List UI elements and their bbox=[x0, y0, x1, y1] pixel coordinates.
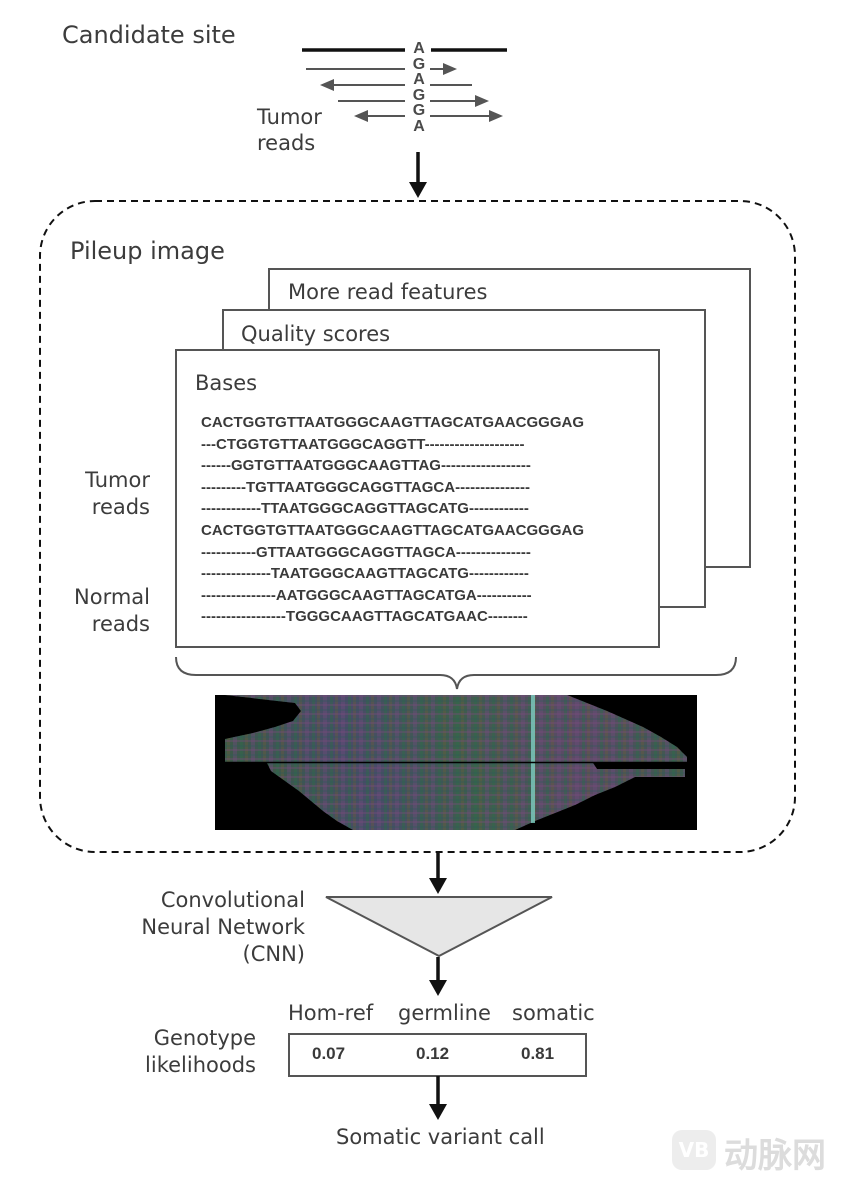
layers-brace bbox=[175, 656, 737, 690]
read-arrow-head bbox=[443, 63, 457, 75]
layer-title: More read features bbox=[288, 280, 488, 304]
label-line: reads bbox=[91, 611, 150, 636]
heatmap-tumor-region bbox=[225, 695, 687, 762]
label-line: likelihoods bbox=[145, 1052, 256, 1077]
value-hom-ref: 0.07 bbox=[312, 1044, 346, 1063]
cnn-triangle bbox=[325, 896, 553, 958]
layer-title: Quality scores bbox=[241, 322, 391, 346]
layer-bases: Bases CACTGGTGTTAATGGGCAAGTTAGCATGAACGGG… bbox=[175, 349, 660, 648]
pileup-title: Pileup image bbox=[70, 237, 225, 265]
candidate-site-title: Candidate site bbox=[62, 21, 236, 49]
label-line: Convolutional bbox=[160, 888, 305, 912]
pileup-heatmap-image bbox=[215, 695, 697, 830]
sequence-row: CACTGGTGTTAATGGGCAAGTTAGCATGAACGGGAG bbox=[201, 414, 585, 431]
label-line: (CNN) bbox=[242, 941, 305, 966]
layer-title: Bases bbox=[195, 371, 258, 395]
value-germline: 0.12 bbox=[416, 1044, 450, 1063]
genotype-likelihoods-label: Genotype likelihoods bbox=[110, 1025, 256, 1079]
class-hom-ref: Hom-ref bbox=[288, 1001, 374, 1025]
pileup-container bbox=[39, 200, 796, 853]
sequence-row: ---------------AATGGGCAAGTTAGCATGA------… bbox=[201, 586, 532, 604]
class-germline: germline bbox=[398, 1001, 491, 1025]
label-line: Genotype bbox=[153, 1026, 256, 1050]
tumor-read-arrows bbox=[306, 63, 503, 122]
read-arrow-head bbox=[489, 110, 503, 122]
read-arrow-head bbox=[475, 95, 489, 107]
arrowhead bbox=[429, 1104, 447, 1120]
somatic-variant-call-label: Somatic variant call bbox=[336, 1125, 545, 1149]
sequence-row: ---------TGTTAATGGGCAGGTTAGCA-----------… bbox=[201, 478, 531, 496]
pileup-tumor-reads-label: Tumor reads bbox=[60, 467, 150, 521]
sequence-block: CACTGGTGTTAATGGGCAAGTTAGCATGAACGGGAG ---… bbox=[201, 412, 584, 628]
site-base: G bbox=[412, 86, 426, 104]
label-line: Normal bbox=[74, 585, 150, 609]
watermark-logo-text: VB bbox=[678, 1138, 710, 1162]
label-line: Tumor bbox=[85, 468, 150, 492]
heatmap-variant-column bbox=[531, 695, 535, 823]
read-arrow-head bbox=[354, 110, 368, 122]
site-base: G bbox=[412, 102, 426, 119]
heatmap-normal-region bbox=[267, 763, 685, 830]
sequence-row: --------------TAATGGGCAAGTTAGCATG-------… bbox=[201, 565, 529, 583]
sequence-row: -----------------TGGGCAAGTTAGCATGAAC----… bbox=[201, 608, 528, 626]
site-tumor-reads-label: Tumor reads bbox=[257, 104, 322, 157]
label-line: Tumor bbox=[257, 105, 322, 129]
label-line: Neural Network bbox=[141, 914, 305, 939]
site-base: A bbox=[413, 117, 425, 135]
watermark-text: 动脉网 bbox=[724, 1136, 826, 1176]
arrowhead bbox=[409, 182, 427, 198]
label-line: reads bbox=[257, 131, 316, 156]
watermark-logo: VB bbox=[672, 1130, 716, 1170]
site-base: A bbox=[413, 71, 425, 88]
arrowhead bbox=[429, 878, 447, 894]
label-line: reads bbox=[91, 494, 150, 519]
class-somatic: somatic bbox=[512, 1001, 595, 1025]
site-base: A bbox=[413, 40, 425, 57]
sequence-row: -----------GTTAATGGGCAGGTTAGCA----------… bbox=[201, 543, 531, 561]
pileup-normal-reads-label: Normal reads bbox=[50, 584, 150, 638]
value-somatic: 0.81 bbox=[521, 1044, 555, 1063]
sequence-row: ---CTGGTGTTAATGGGCAGGTT-----------------… bbox=[201, 435, 525, 453]
candidate-site-bases: A G A G G A bbox=[409, 41, 429, 134]
cnn-label: Convolutional Neural Network (CNN) bbox=[100, 887, 305, 968]
arrowhead bbox=[429, 980, 447, 996]
site-base: G bbox=[412, 55, 426, 73]
sequence-row: ------------TTAATGGGCAGGTTAGCATG--------… bbox=[201, 500, 529, 518]
sequence-row: CACTGGTGTTAATGGGCAAGTTAGCATGAACGGGAG bbox=[201, 521, 585, 539]
sequence-row: ------GGTGTTAATGGGCAAGTTAG--------------… bbox=[201, 457, 531, 475]
read-arrow-head bbox=[320, 79, 334, 91]
